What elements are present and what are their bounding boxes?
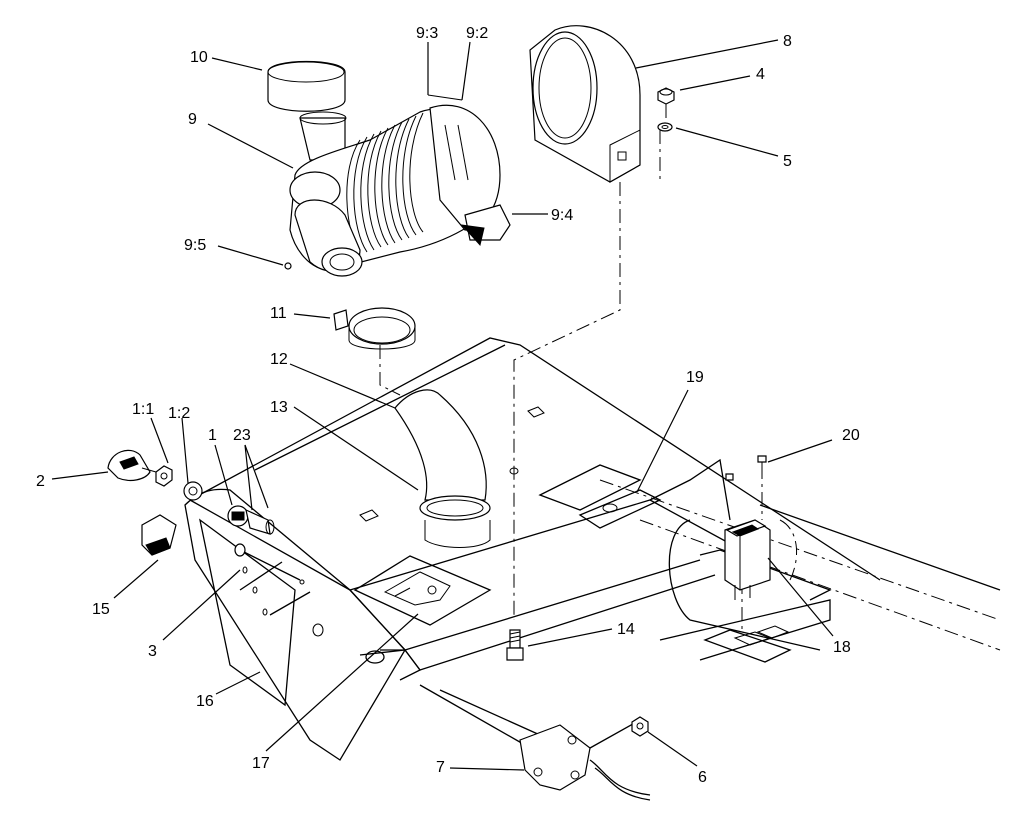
callout-8: 8 xyxy=(783,33,792,50)
callout-13: 13 xyxy=(270,399,288,416)
callout-16: 16 xyxy=(196,693,214,710)
callout-9-4: 9:4 xyxy=(551,207,573,224)
callout-labels: 10 9 9:3 9:2 8 4 5 9:4 9:5 11 12 13 19 1… xyxy=(36,25,860,786)
hour-meter-18 xyxy=(724,455,771,600)
washer-5 xyxy=(657,122,673,132)
intake-elbow-13 xyxy=(394,389,491,548)
bracket-7 xyxy=(419,684,651,801)
knob-15 xyxy=(141,514,177,556)
callout-9-5: 9:5 xyxy=(184,237,206,254)
nut-1-1 xyxy=(155,465,173,487)
air-cleaner-9 xyxy=(267,60,511,277)
nut-6 xyxy=(631,716,649,737)
callout-9-2: 9:2 xyxy=(466,25,488,42)
callout-9: 9 xyxy=(188,111,197,128)
callout-18: 18 xyxy=(833,639,851,656)
frame-rails xyxy=(599,479,1001,663)
callout-1: 1 xyxy=(208,427,217,444)
drain-valve-9-5 xyxy=(284,262,292,270)
pins-3 xyxy=(234,543,311,616)
callout-15: 15 xyxy=(92,601,110,618)
callout-3: 3 xyxy=(148,643,157,660)
key-2 xyxy=(107,449,157,482)
callout-9-3: 9:3 xyxy=(416,25,438,42)
callout-2: 2 xyxy=(36,473,45,490)
callout-10: 10 xyxy=(190,49,208,66)
callout-17: 17 xyxy=(252,755,270,772)
console-panel-16 xyxy=(184,488,421,761)
callout-14: 14 xyxy=(617,621,635,638)
callout-1-2: 1:2 xyxy=(168,405,190,422)
callout-6: 6 xyxy=(698,769,707,786)
callout-5: 5 xyxy=(783,153,792,170)
callout-23: 23 xyxy=(233,427,251,444)
callout-11: 11 xyxy=(270,305,287,322)
frame-plate xyxy=(189,337,881,671)
bolt-14 xyxy=(506,629,524,661)
callout-19: 19 xyxy=(686,369,704,386)
callout-20: 20 xyxy=(842,427,860,444)
mounting-band-8 xyxy=(529,25,641,183)
washer-1-2 xyxy=(183,481,203,501)
callout-1-1: 1:1 xyxy=(132,401,154,418)
leader-lines xyxy=(51,39,834,771)
filter-ribs xyxy=(346,112,424,256)
nut-4 xyxy=(657,87,675,105)
hose-clamp-11 xyxy=(333,307,416,350)
plate-19 xyxy=(509,464,662,529)
plate-17 xyxy=(353,555,492,626)
callout-4: 4 xyxy=(756,66,765,83)
ignition-switch-1 xyxy=(227,505,275,535)
callout-12: 12 xyxy=(270,351,288,368)
callout-7: 7 xyxy=(436,759,445,776)
